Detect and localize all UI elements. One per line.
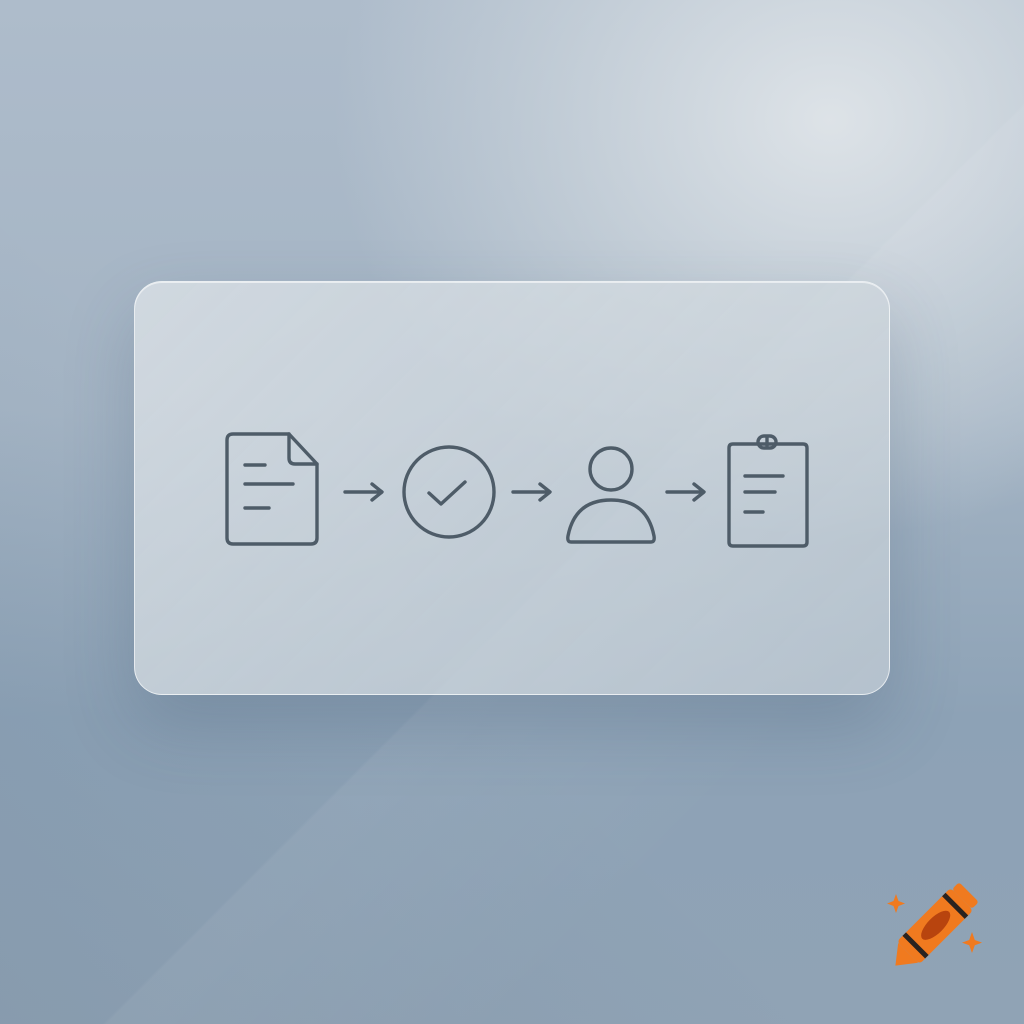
clipboard-icon bbox=[727, 434, 809, 548]
step-document bbox=[223, 432, 323, 550]
process-flow bbox=[135, 282, 891, 696]
check-circle-icon bbox=[402, 445, 496, 539]
user-icon bbox=[566, 446, 656, 544]
crayon-logo-icon bbox=[887, 883, 982, 966]
flow-card bbox=[134, 281, 890, 695]
step-approve bbox=[401, 444, 497, 540]
watermark-logo bbox=[880, 868, 990, 986]
document-icon bbox=[225, 432, 319, 546]
flow-arrow-3 bbox=[665, 481, 709, 503]
arrow-right-icon bbox=[511, 482, 552, 502]
arrow-right-icon bbox=[665, 482, 706, 502]
flow-arrow-1 bbox=[343, 481, 387, 503]
step-user bbox=[565, 446, 657, 546]
arrow-right-icon bbox=[343, 482, 384, 502]
step-clipboard bbox=[725, 434, 811, 550]
flow-arrow-2 bbox=[511, 481, 555, 503]
